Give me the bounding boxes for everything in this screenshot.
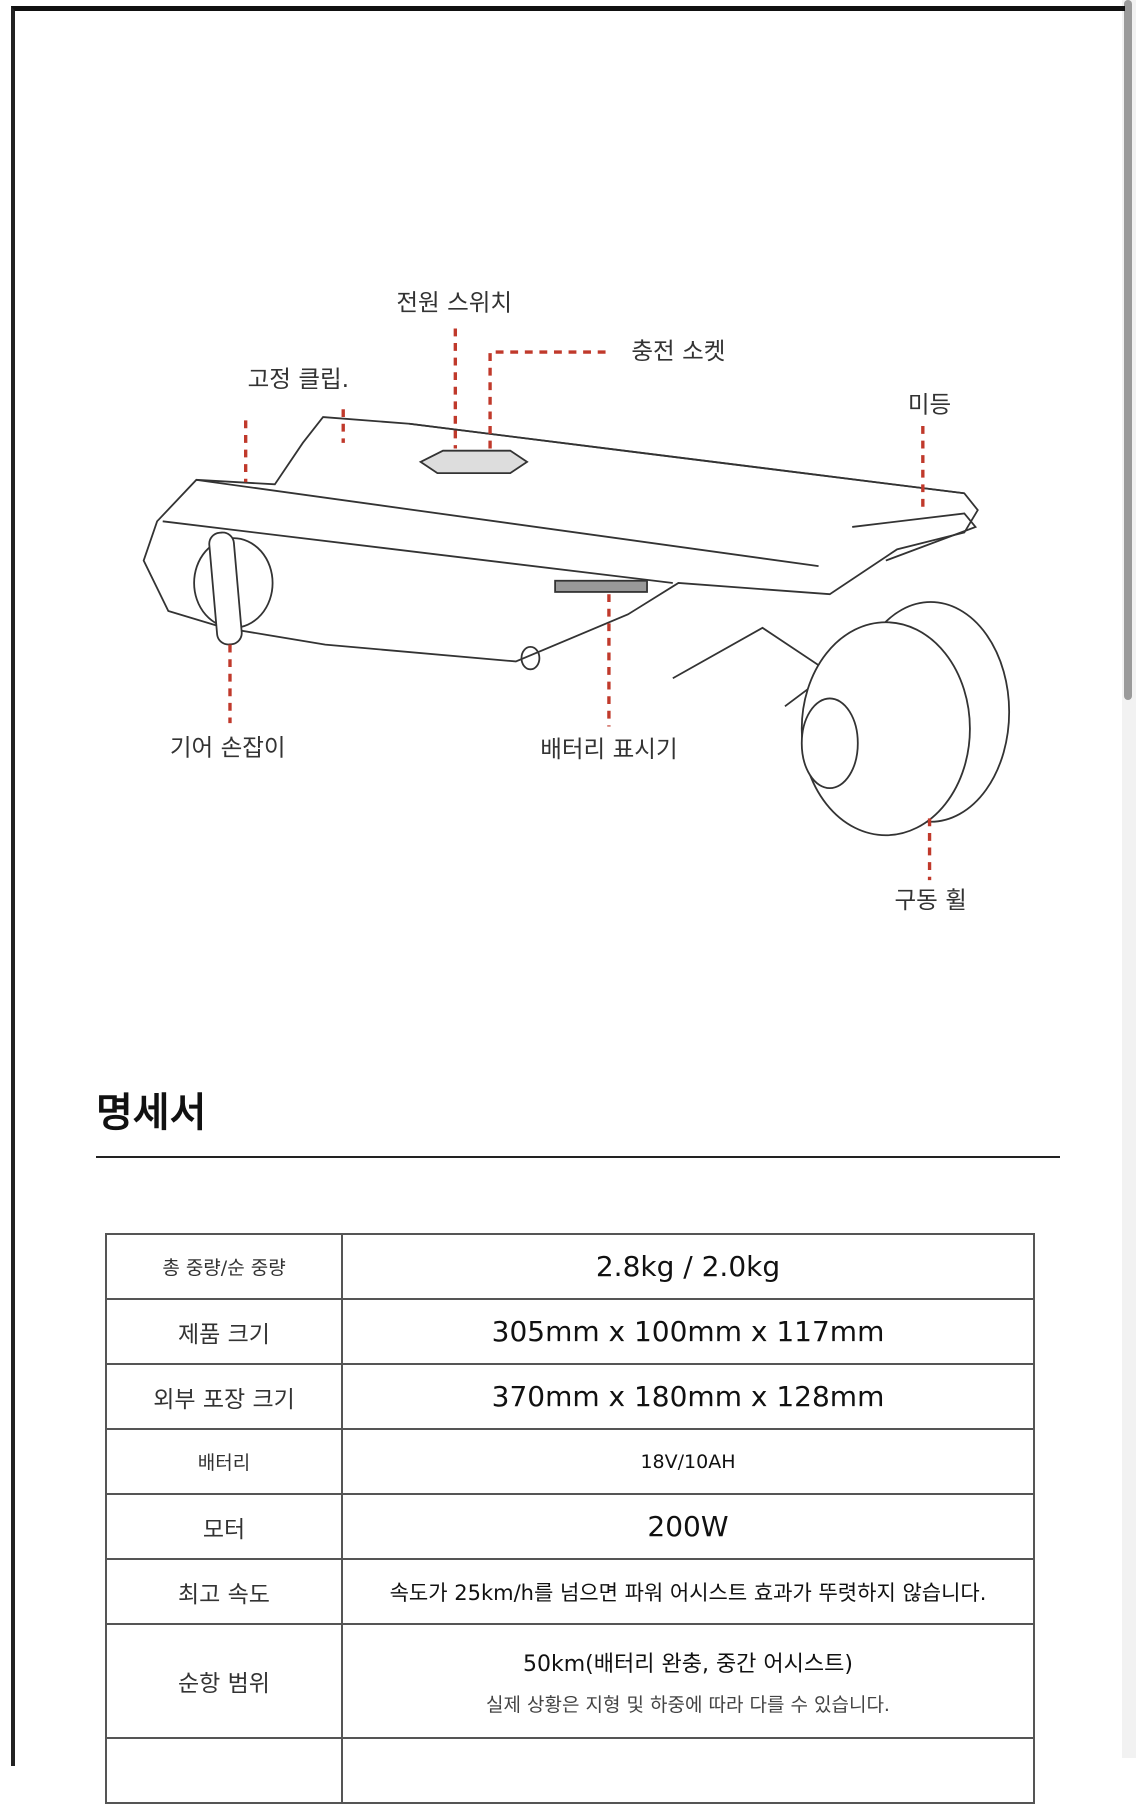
spec-label: 순항 범위 xyxy=(105,1623,343,1739)
scrollbar-thumb[interactable] xyxy=(1124,0,1132,700)
device-illustration xyxy=(142,416,1011,837)
spec-value-cell: 50km(배터리 완충, 중간 어시스트) 실제 상황은 지형 및 하중에 따라… xyxy=(341,1623,1035,1739)
spec-label: 외부 포장 크기 xyxy=(105,1363,343,1430)
spec-value: 2.8kg / 2.0kg xyxy=(341,1233,1035,1300)
spec-value-empty xyxy=(341,1737,1035,1804)
label-charging-socket: 충전 소켓 xyxy=(631,337,725,365)
specs-title: 명세서 xyxy=(96,1090,207,1136)
spec-label: 모터 xyxy=(105,1493,343,1560)
table-row xyxy=(105,1737,1035,1804)
title-divider xyxy=(96,1156,1060,1158)
spec-value: 속도가 25km/h를 넘으면 파워 어시스트 효과가 뚜렷하지 않습니다. xyxy=(341,1558,1035,1625)
spec-note: 실제 상황은 지형 및 하중에 따라 다를 수 있습니다. xyxy=(486,1693,890,1716)
spec-label: 총 중량/순 중량 xyxy=(105,1233,343,1300)
spec-value: 18V/10AH xyxy=(341,1428,1035,1495)
spec-value: 200W xyxy=(341,1493,1035,1560)
spec-value: 50km(배터리 완충, 중간 어시스트) xyxy=(523,1651,853,1677)
label-drive-wheel: 구동 휠 xyxy=(894,886,966,914)
table-row: 순항 범위 50km(배터리 완충, 중간 어시스트) 실제 상황은 지형 및 … xyxy=(105,1623,1035,1739)
label-gear-handle: 기어 손잡이 xyxy=(170,734,286,762)
label-tail-light: 미등 xyxy=(908,391,951,419)
spec-label: 배터리 xyxy=(105,1428,343,1495)
spec-value: 305mm x 100mm x 117mm xyxy=(341,1298,1035,1365)
spec-label: 최고 속도 xyxy=(105,1558,343,1625)
label-battery-indicator: 배터리 표시기 xyxy=(540,735,677,763)
label-fixing-clip: 고정 클립. xyxy=(248,365,350,393)
spec-label: 제품 크기 xyxy=(105,1298,343,1365)
label-power-switch: 전원 스위치 xyxy=(396,289,512,317)
spec-label-empty xyxy=(105,1737,343,1804)
product-diagram: 전원 스위치 충전 소켓 고정 클립. 미등 기어 손잡이 배터리 표시기 구동… xyxy=(142,289,1011,914)
battery-indicator-leds xyxy=(554,579,648,593)
spec-value: 370mm x 180mm x 128mm xyxy=(341,1363,1035,1430)
leader-lines xyxy=(228,328,932,881)
content-frame xyxy=(11,6,1125,1766)
scrollbar-track[interactable] xyxy=(1122,0,1136,1758)
